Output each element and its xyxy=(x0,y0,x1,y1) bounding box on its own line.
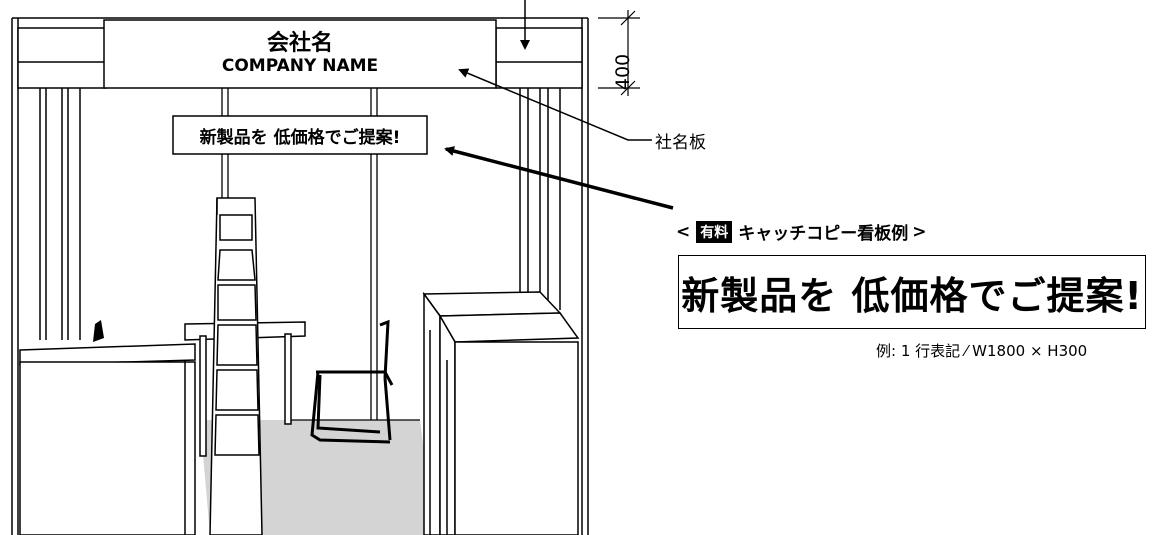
left-chair-back xyxy=(93,320,104,342)
nameplate-label: 社名板 xyxy=(655,133,706,153)
catch-copy-heading: < 有料 キャッチコピー看板例 > xyxy=(676,219,927,244)
nameplate-leader-arrow xyxy=(458,68,652,141)
company-name-ja: 会社名 xyxy=(266,31,333,56)
fascia-frame xyxy=(12,17,588,89)
leaflet-rack xyxy=(209,197,263,535)
left-counter xyxy=(19,343,196,535)
company-name-text: 会社名 COMPANY NAME xyxy=(104,26,496,82)
spec-note: 例: 1 行表記 ⁄ W1800 × H300 xyxy=(876,342,1088,360)
company-name-board xyxy=(103,19,497,89)
dimension-value: 400 xyxy=(612,53,634,91)
right-wall-frame xyxy=(519,18,589,535)
left-wall-frame xyxy=(11,18,81,535)
big-catch-sign: 新製品を 低価格でご提案! xyxy=(678,255,1146,329)
company-name-en: COMPANY NAME xyxy=(221,56,379,76)
catch-copy-title: キャッチコピー看板例 xyxy=(738,224,909,244)
small-catch-sign xyxy=(172,115,428,155)
right-counters xyxy=(422,291,580,535)
chair xyxy=(310,319,394,444)
paid-badge: 有料 xyxy=(696,220,733,243)
small-sign-text: 新製品を 低価格でご提案! xyxy=(199,127,401,148)
bracket-open: < xyxy=(676,221,691,242)
bracket-close: > xyxy=(912,221,927,242)
dimension-marker xyxy=(598,10,640,96)
catch-sign-arrow xyxy=(444,146,674,210)
